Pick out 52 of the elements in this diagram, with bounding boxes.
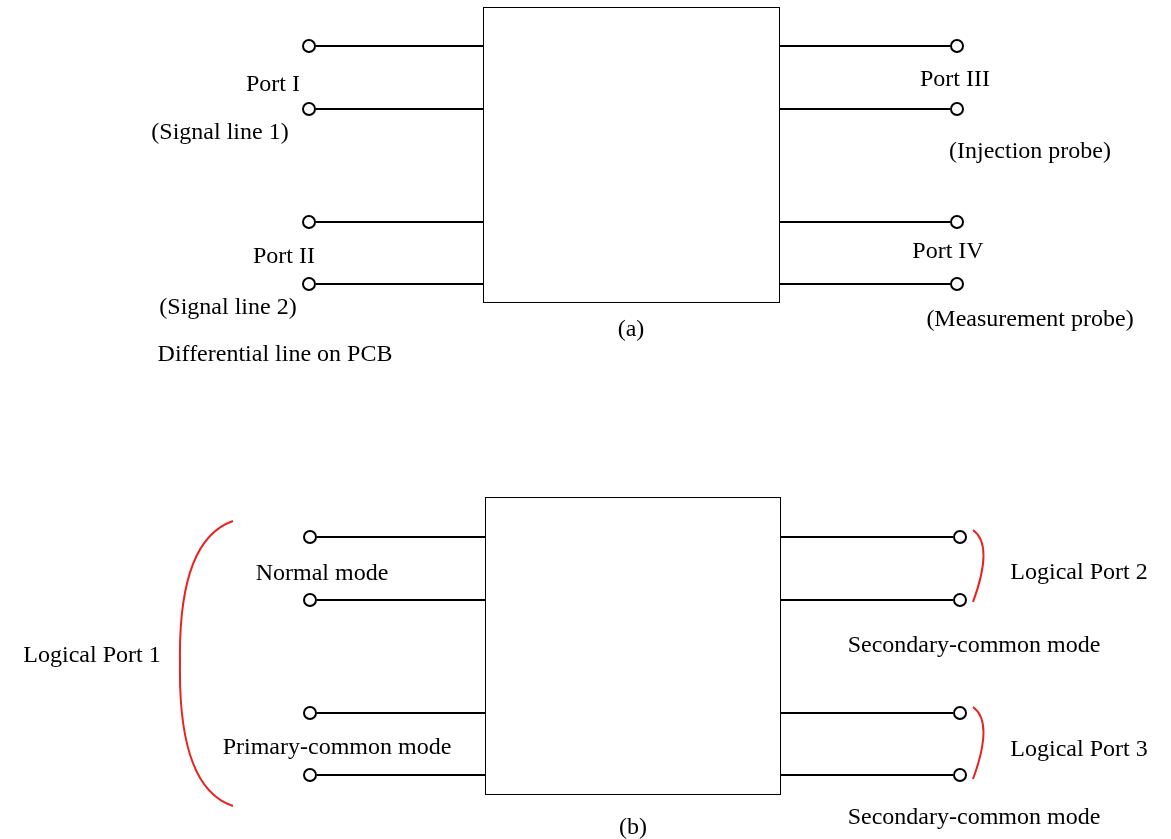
connecting-line [780,536,954,538]
port-label: (b) [619,812,647,839]
connecting-line [316,536,486,538]
network-box [483,7,780,303]
terminal-circle [302,277,316,291]
port-label: Normal mode [255,558,389,586]
port-label: Port IV [912,236,984,264]
terminal-circle [303,768,317,782]
connecting-line [779,45,951,47]
terminal-circle [953,768,967,782]
port-label: Primary-common mode [222,732,452,760]
terminal-circle [950,39,964,53]
connecting-line [316,712,486,714]
connecting-line [779,108,951,110]
terminal-circle [302,215,316,229]
port-label: Port I [246,69,300,97]
port-label: Logical Port 1 [23,640,161,668]
port-label: Port III [920,64,990,92]
terminal-circle [950,215,964,229]
port-label: (Measurement probe) [926,304,1134,332]
network-box [485,497,781,795]
port-label: (Signal line 2) [159,292,297,320]
connecting-line [315,45,484,47]
terminal-circle [953,530,967,544]
connecting-line [315,108,484,110]
connecting-line [780,774,954,776]
port-label: Logical Port 2 [1010,557,1148,585]
connecting-line [779,283,951,285]
connecting-line [779,221,951,223]
terminal-circle [953,593,967,607]
terminal-circle [953,706,967,720]
terminal-circle [303,530,317,544]
connecting-line [316,599,486,601]
port-label: Secondary-common mode [847,630,1101,658]
connecting-line [780,599,954,601]
terminal-circle [302,39,316,53]
terminal-circle [950,277,964,291]
port-label: (a) [617,314,645,342]
connecting-line [316,774,486,776]
connecting-line [315,283,484,285]
port-label: Logical Port 3 [1010,734,1148,762]
port-label: (Injection probe) [949,136,1111,164]
port-label: Port II [253,241,315,269]
port-label: Secondary-common mode [847,802,1101,830]
port-label: Differential line on PCB [157,339,393,367]
connecting-line [315,221,484,223]
terminal-circle [302,102,316,116]
terminal-circle [303,593,317,607]
connecting-line [780,712,954,714]
terminal-circle [950,102,964,116]
port-label: (Signal line 1) [151,117,289,145]
terminal-circle [303,706,317,720]
